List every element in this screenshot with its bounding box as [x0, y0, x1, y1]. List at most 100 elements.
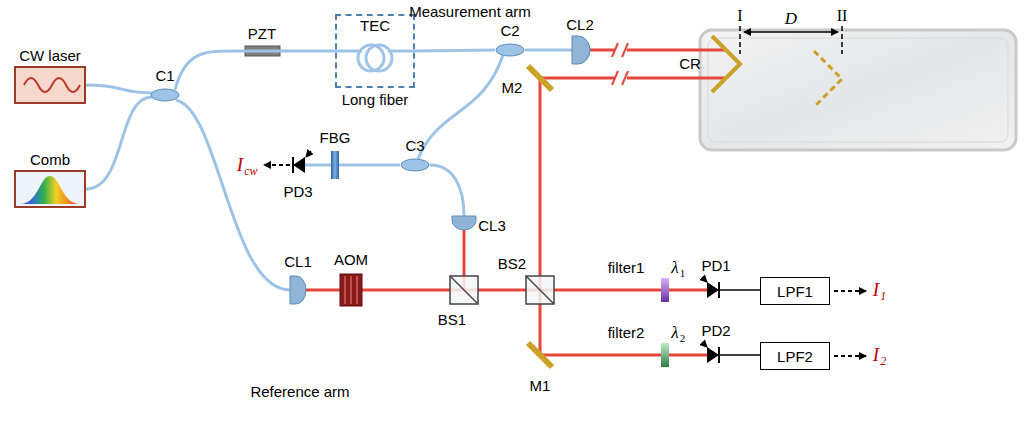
stage-inner	[708, 38, 1008, 142]
fiber-link	[86, 97, 152, 189]
position-line	[739, 26, 741, 54]
part-label: Long fiber	[342, 92, 409, 109]
temperature-controller: TEC	[335, 14, 415, 88]
output-arrow	[264, 164, 290, 166]
beam-splitter-diagonal	[450, 276, 478, 304]
light-arrow	[702, 342, 707, 347]
comb-spectrum	[20, 176, 80, 204]
optical-filter	[661, 278, 669, 302]
fiber-link	[415, 50, 495, 51]
fiber-coupler: C3	[400, 158, 430, 172]
subscript: 2	[680, 333, 686, 344]
beam-splitter-diagonal	[526, 276, 554, 304]
part-label: Reference arm	[250, 384, 349, 401]
photodiode	[702, 342, 719, 363]
subscript: 1	[680, 268, 686, 279]
part-label: CL3	[478, 218, 506, 235]
mirror	[528, 343, 552, 367]
node-text: LPF1	[777, 283, 813, 300]
light-arrow	[702, 277, 707, 282]
fiber	[176, 100, 290, 290]
coupler-ellipse	[150, 88, 180, 102]
fiber-coupler: C2	[495, 43, 525, 57]
part-label: CR	[679, 56, 701, 73]
break-mark	[612, 71, 618, 85]
part-label: CL1	[284, 254, 312, 271]
part-label: FBG	[320, 130, 351, 147]
signal-wire	[719, 289, 760, 291]
fiber	[430, 165, 464, 216]
laser-beam	[588, 49, 726, 52]
sine-wave	[24, 78, 80, 92]
fiber-link	[418, 55, 503, 159]
collimator-lens	[572, 36, 590, 64]
node-text: C1	[155, 67, 174, 84]
break-mark	[622, 71, 628, 85]
part-label: CL2	[566, 17, 594, 34]
comb-box-fill	[14, 170, 86, 208]
output-arrow	[834, 290, 866, 292]
fiber-link	[175, 51, 335, 90]
light-arrow	[306, 151, 311, 157]
coupler-ellipse	[151, 89, 179, 101]
optical-filter	[661, 343, 669, 367]
node-text: TEC	[360, 17, 390, 34]
laser-beam	[539, 78, 542, 355]
node-text: CW laser	[19, 47, 81, 64]
corner-reflector	[712, 36, 740, 92]
part-label: I	[873, 345, 879, 366]
part-label: PD2	[701, 323, 730, 340]
node-text: LPF2	[777, 348, 813, 365]
corner-reflector-moved	[814, 51, 842, 107]
break-mark	[622, 43, 628, 57]
photodiode-body	[707, 282, 719, 298]
part-label: I	[737, 7, 742, 25]
part-label: PD1	[701, 258, 730, 275]
photodiode-body	[293, 157, 305, 173]
part-label: I	[237, 155, 243, 176]
part-label: PZT	[248, 26, 276, 43]
part-label: M1	[530, 378, 551, 395]
laser-box-fill	[14, 66, 86, 104]
node-text: Comb	[30, 151, 70, 168]
part-label: PD3	[283, 184, 312, 201]
comb-source: Comb	[14, 170, 86, 208]
beam-splitter	[526, 276, 554, 304]
laser-beam	[306, 289, 707, 292]
subscript: 2	[880, 355, 886, 367]
photodiode	[702, 277, 719, 298]
part-label: I	[873, 280, 879, 301]
laser-beam	[540, 354, 707, 357]
aom-stripe	[356, 276, 358, 304]
fiber	[525, 49, 572, 52]
part-label: AOM	[334, 252, 368, 269]
coupler-ellipse	[401, 159, 429, 171]
fiber-bragg-grating	[331, 151, 339, 179]
subscript: 1	[880, 290, 886, 302]
stage-housing	[700, 30, 1016, 150]
node-text: C2	[500, 22, 519, 39]
photodiode-body	[707, 347, 719, 363]
part-label: filter2	[608, 325, 645, 342]
laser-beam	[540, 77, 726, 80]
node-text: C3	[405, 137, 424, 154]
aom-stripe	[344, 276, 346, 304]
fiber	[304, 164, 400, 167]
mirror	[528, 66, 552, 90]
part-label: II	[837, 7, 848, 25]
part-label: D	[785, 10, 797, 29]
part-label: filter1	[608, 260, 645, 277]
aom-crystal	[340, 274, 362, 306]
fiber-coupler: C1	[150, 88, 180, 102]
aom-stripe	[350, 276, 352, 304]
photodiode	[293, 151, 311, 173]
part-label: Measurement arm	[409, 4, 531, 21]
fiber-coil	[366, 45, 392, 71]
collimator-lens	[290, 276, 306, 304]
output-arrow	[834, 355, 866, 357]
coupler-ellipse	[400, 158, 430, 172]
part-label: BS2	[498, 256, 526, 273]
filter-box: LPF2	[760, 342, 830, 370]
beam-splitter	[450, 276, 478, 304]
